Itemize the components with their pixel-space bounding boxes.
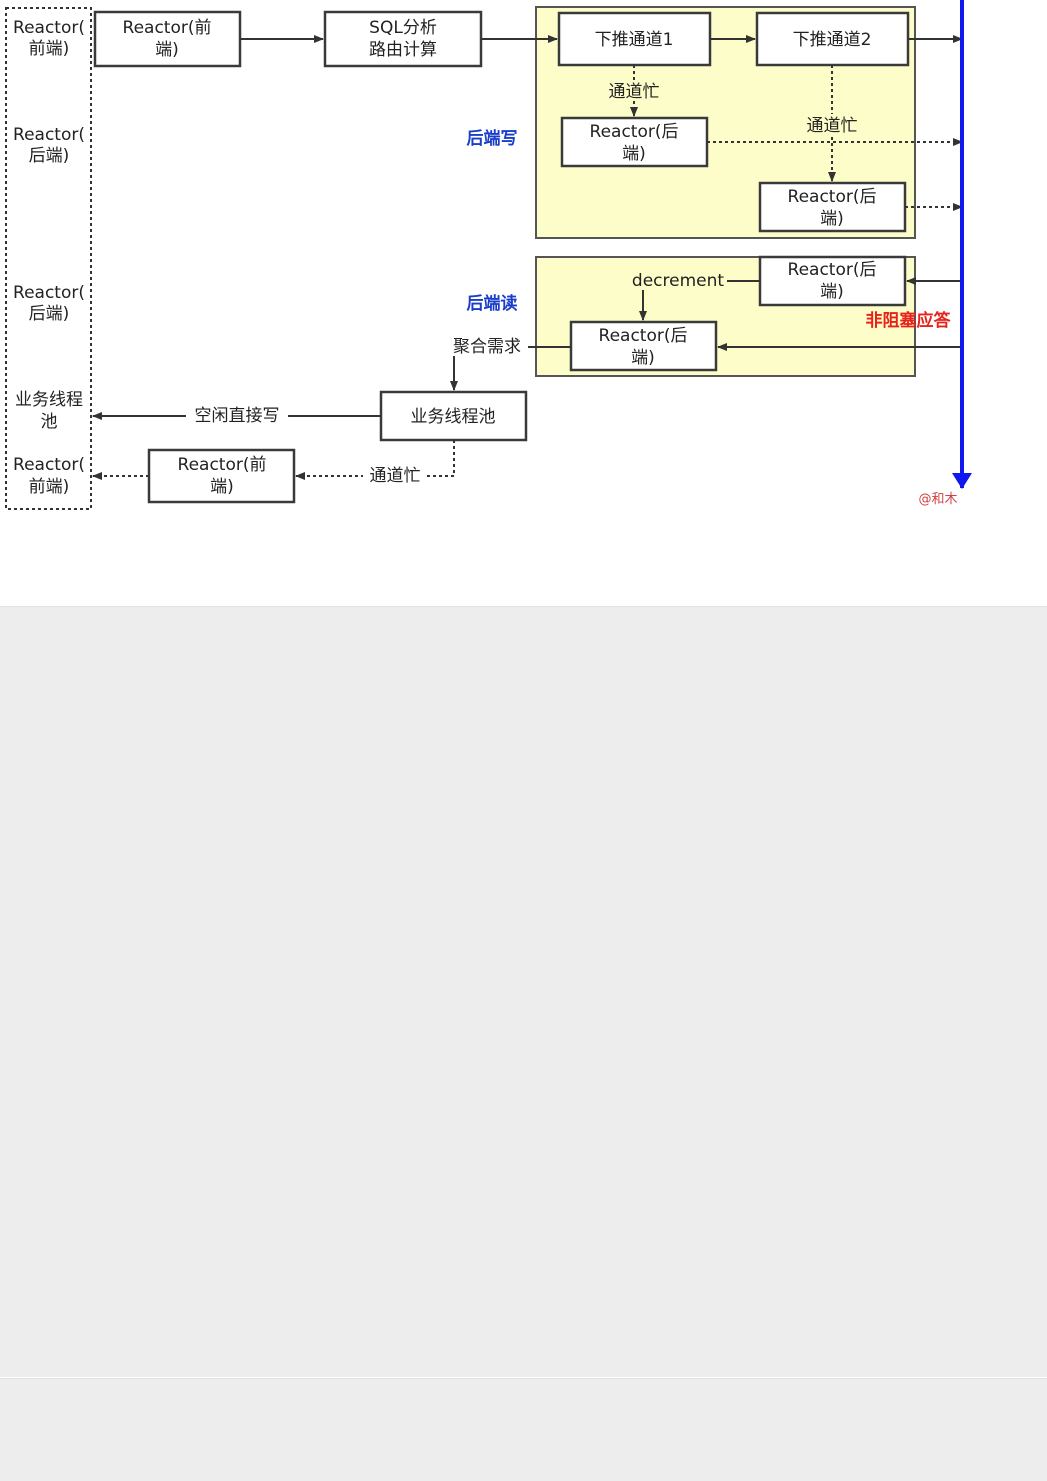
label-aggregate-demand: 聚合需求 bbox=[453, 337, 521, 357]
gray-band-bottom bbox=[0, 1378, 1047, 1481]
reactor-backend-d-label: Reactor(后 bbox=[599, 326, 688, 346]
column-biz-pool-line2: 池 bbox=[41, 412, 58, 432]
push-channel-2-label: 下推通道2 bbox=[793, 30, 872, 50]
sql-analysis-label: SQL分析 bbox=[369, 18, 437, 38]
frontend-column bbox=[5, 7, 92, 510]
reactor-backend-d-label-line2: 端) bbox=[631, 348, 655, 368]
column-reactor-backend-2: Reactor( bbox=[13, 283, 85, 303]
flow-diagram: Reactor( 前端) Reactor( 后端) Reactor( 后端) 业… bbox=[0, 0, 1047, 600]
push-channel-1-label: 下推通道1 bbox=[595, 30, 674, 50]
reactor-backend-box-a bbox=[560, 116, 709, 168]
sql-analysis-label-line2: 路由计算 bbox=[369, 40, 437, 60]
reactor-backend-c-label-line2: 端) bbox=[820, 282, 844, 302]
label-channel-busy-1: 通道忙 bbox=[609, 82, 660, 102]
column-reactor-backend-2-line2: 后端) bbox=[29, 304, 70, 324]
reactor-frontend-top-label-line2: 端) bbox=[155, 40, 179, 60]
reactor-frontend-box-top bbox=[93, 10, 242, 68]
column-biz-pool: 业务线程 bbox=[15, 390, 83, 410]
reactor-frontend-bottom-label: Reactor(前 bbox=[178, 455, 267, 475]
column-reactor-frontend-2-line2: 前端) bbox=[29, 477, 70, 497]
column-reactor-frontend-1: Reactor( bbox=[13, 18, 85, 38]
label-non-blocking-response: 非阻塞应答 bbox=[866, 310, 952, 331]
label-idle-direct-write: 空闲直接写 bbox=[195, 406, 280, 426]
label-channel-busy-2: 通道忙 bbox=[807, 116, 858, 136]
reactor-backend-a-label: Reactor(后 bbox=[590, 122, 679, 142]
reactor-backend-box-b bbox=[758, 181, 907, 233]
business-thread-pool-box bbox=[379, 390, 528, 442]
gray-band-middle bbox=[0, 709, 1047, 1377]
column-reactor-frontend-2: Reactor( bbox=[13, 455, 85, 475]
reactor-frontend-top-label: Reactor(前 bbox=[123, 18, 212, 38]
column-reactor-backend-1: Reactor( bbox=[13, 125, 85, 145]
reactor-frontend-box-bottom bbox=[147, 448, 296, 504]
business-thread-pool-label: 业务线程池 bbox=[411, 407, 496, 427]
label-backend-read: 后端读 bbox=[467, 293, 518, 314]
label-channel-busy-3: 通道忙 bbox=[370, 466, 421, 486]
label-decrement: decrement bbox=[632, 271, 724, 291]
column-reactor-backend-1-line2: 后端) bbox=[29, 146, 70, 166]
watermark: @和木 bbox=[918, 492, 957, 507]
gray-band-top bbox=[0, 606, 1047, 710]
reactor-frontend-bottom-label-line2: 端) bbox=[210, 477, 234, 497]
reactor-backend-c-label: Reactor(后 bbox=[788, 260, 877, 280]
column-reactor-frontend-1-line2: 前端) bbox=[29, 39, 70, 59]
arrow-pool-busy bbox=[295, 440, 455, 480]
reactor-backend-a-label-line2: 端) bbox=[622, 144, 646, 164]
push-channel-2-box bbox=[755, 11, 910, 67]
reactor-backend-b-label: Reactor(后 bbox=[788, 187, 877, 207]
reactor-backend-b-label-line2: 端) bbox=[820, 209, 844, 229]
label-backend-write: 后端写 bbox=[467, 128, 518, 149]
